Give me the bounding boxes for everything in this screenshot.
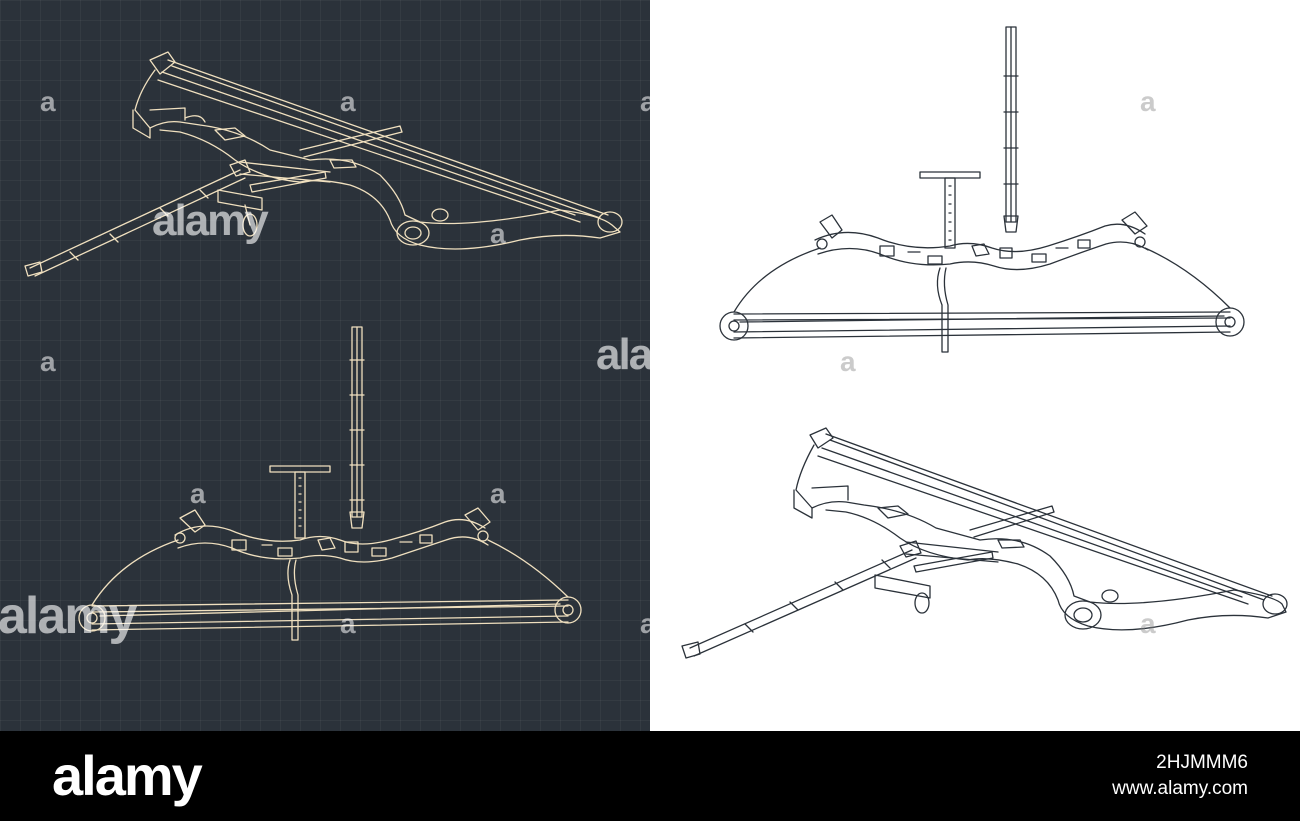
- watermark-letter: a: [190, 478, 206, 509]
- front-view-bow-drawing: [719, 26, 1245, 353]
- watermark-letter: a: [840, 346, 856, 377]
- light-bow-drawings: [681, 26, 1288, 659]
- perspective-bow-drawing: [681, 427, 1288, 659]
- watermark-letter: a: [640, 608, 650, 639]
- dark-bow-drawings: [24, 51, 623, 641]
- watermark-logo: alamy: [152, 196, 269, 245]
- alamy-logo[interactable]: alamy: [52, 744, 203, 807]
- light-drawing-panel: a a a: [650, 0, 1300, 731]
- watermark-logo-partial: ala: [596, 330, 650, 379]
- watermark-letter: a: [1140, 608, 1156, 639]
- watermark-letter: a: [490, 478, 506, 509]
- watermark-letter: a: [1140, 86, 1156, 117]
- watermark-letter: a: [340, 86, 356, 117]
- watermark-letter: a: [40, 86, 56, 117]
- dark-blueprint-panel: alamy alamy ala a a a a a a a a a: [0, 0, 650, 731]
- watermark-letter: a: [40, 346, 56, 377]
- watermark-letter: a: [640, 86, 650, 117]
- site-url[interactable]: www.alamy.com: [1112, 778, 1248, 799]
- watermark-letter: a: [340, 608, 356, 639]
- front-view-bow-drawing: [78, 326, 582, 641]
- footer-bar: [0, 731, 1300, 821]
- image-id: 2HJMMM6: [1156, 752, 1248, 773]
- perspective-bow-drawing: [24, 51, 623, 277]
- watermark-logo: alamy: [0, 587, 137, 645]
- watermark-letter: a: [490, 218, 506, 249]
